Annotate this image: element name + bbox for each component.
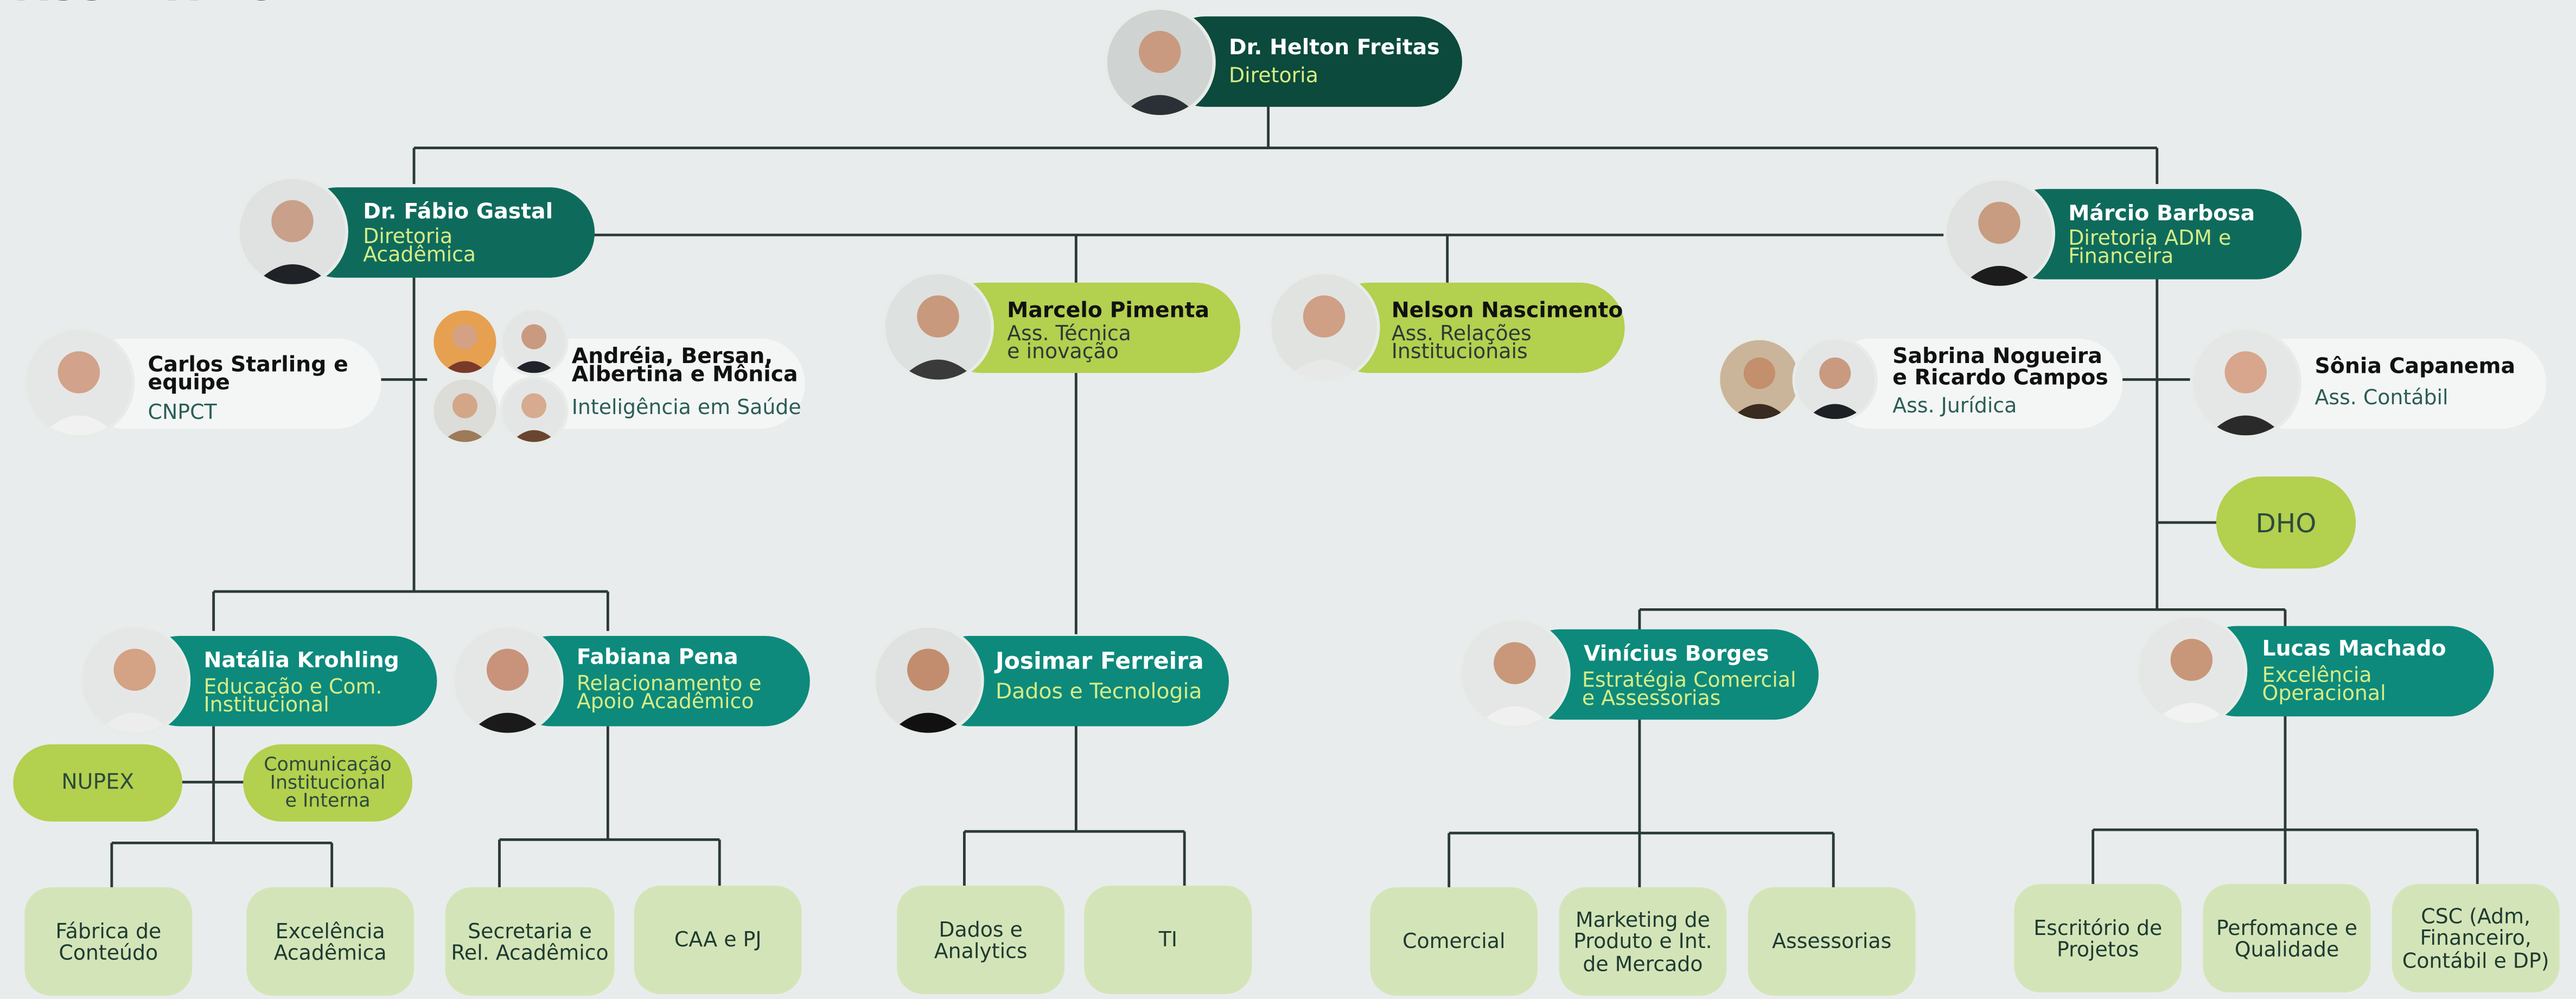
name-fabiana: Fabiana Pena: [576, 646, 738, 671]
role-sabrina: Ass. Jurídica: [1892, 392, 2017, 418]
leaf-assessorias[interactable]: Assessorias: [1748, 887, 1916, 996]
role-josimar: Dados e Tecnologia: [995, 680, 1202, 705]
name-natalia: Natália Krohling: [203, 649, 399, 674]
photo-josimar: [872, 624, 984, 736]
leaf-csc[interactable]: CSC (Adm, Financeiro, Contábil e DP): [2392, 884, 2560, 992]
leaf-caa[interactable]: CAA e PJ: [634, 886, 802, 994]
node-dho[interactable]: DHO: [2216, 476, 2356, 569]
role-marcelo: Ass. Técnica e inovação: [1007, 320, 1131, 364]
connector-center: [963, 371, 1186, 886]
role-carlos: CNPCT: [148, 399, 217, 424]
photo-helton: [1104, 7, 1216, 119]
photo-sabrina: [1717, 336, 1802, 423]
name-andreia: Andréia, Bersan, Albertina e Mônica: [571, 345, 798, 388]
leaf-excelencia-academica[interactable]: Excelência Acadêmica: [246, 887, 415, 996]
name-carlos: Carlos Starling e equipe: [148, 353, 348, 396]
connector-fabiana: [498, 726, 721, 888]
connector-mid: [591, 233, 1949, 283]
name-sabrina: Sabrina Nogueira e Ricardo Campos: [1892, 345, 2108, 391]
leaf-secretaria[interactable]: Secretaria e Rel. Acadêmico: [445, 887, 615, 996]
photo-fabio: [237, 175, 348, 288]
name-fabio: Dr. Fábio Gastal: [363, 200, 553, 225]
role-lucas: Excelência Operacional: [2262, 662, 2386, 705]
photo-andreia-2: [499, 307, 569, 377]
name-marcelo: Marcelo Pimenta: [1007, 299, 1210, 324]
photo-andreia-3: [430, 376, 500, 446]
photo-fabiana: [451, 624, 564, 736]
leaf-dados[interactable]: Dados e Analytics: [897, 886, 1065, 994]
photo-marcio: [1943, 177, 2056, 289]
leaf-ti[interactable]: TI: [1084, 886, 1252, 994]
header-title: PASSEBAE CHINIED: [0, 0, 439, 10]
photo-andreia-4: [499, 376, 569, 446]
role-nelson: Ass. Relações Institucionais: [1391, 320, 1532, 364]
name-marcio: Márcio Barbosa: [2068, 202, 2255, 227]
photo-vinicius: [1458, 618, 1571, 730]
name-helton: Dr. Helton Freitas: [1228, 36, 1440, 61]
role-sonia: Ass. Contábil: [2314, 384, 2449, 409]
photo-natalia: [79, 624, 191, 736]
role-vinicius: Estratégia Comercial e Assessorias: [1582, 667, 1796, 710]
photo-andreia-1: [430, 307, 500, 377]
role-fabio: Diretoria Acadêmica: [363, 223, 476, 266]
name-sonia: Sônia Capanema: [2314, 355, 2516, 380]
leaf-perfomance[interactable]: Perfomance e Qualidade: [2203, 884, 2371, 992]
connector-natalia: [110, 726, 334, 888]
photo-sonia: [2190, 327, 2302, 439]
connector-vinicius: [1448, 718, 1835, 888]
connector-left: [212, 276, 609, 631]
photo-marcelo: [882, 271, 994, 383]
leaf-escritorio[interactable]: Escritório de Projetos: [2014, 884, 2182, 992]
photo-lucas: [2135, 614, 2248, 727]
photo-carlos: [23, 327, 135, 439]
name-josimar: Josimar Ferreira: [995, 649, 1204, 676]
name-lucas: Lucas Machado: [2262, 637, 2446, 663]
role-marcio: Diretoria ADM e Financeira: [2068, 225, 2231, 268]
connector-top: [412, 105, 2159, 184]
name-vinicius: Vinícius Borges: [1583, 642, 1769, 667]
role-andreia: Inteligência em Saúde: [571, 394, 801, 419]
role-helton: Diretoria: [1228, 62, 1318, 87]
name-nelson: Nelson Nascimento: [1391, 299, 1623, 324]
leaf-comercial[interactable]: Comercial: [1370, 887, 1538, 996]
photo-nelson: [1268, 271, 1380, 383]
connector-lucas: [2092, 715, 2479, 885]
role-fabiana: Relacionamento e Apoio Acadêmico: [576, 670, 762, 714]
leaf-marketing[interactable]: Marketing de Produto e Int. de Mercado: [1559, 887, 1727, 996]
photo-ricardo: [1792, 336, 1878, 423]
connector-right: [1638, 276, 2287, 631]
role-natalia: Educação e Com. Institucional: [203, 673, 382, 717]
leaf-fabrica[interactable]: Fábrica de Conteúdo: [24, 887, 193, 996]
node-comunicacao[interactable]: Comunicação Institucional e Interna: [243, 744, 413, 822]
node-nupex[interactable]: NUPEX: [13, 744, 183, 822]
